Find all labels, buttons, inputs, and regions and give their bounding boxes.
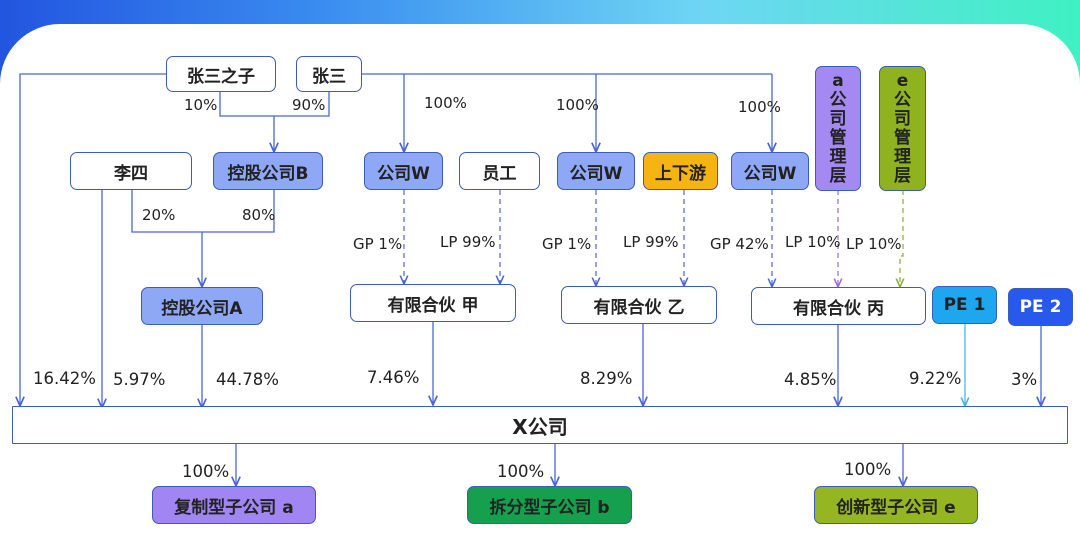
mgmt-e-char-6: 层	[894, 166, 911, 186]
label-x-son: 16.42%	[33, 369, 96, 388]
mgmt-a-char-2: 公	[829, 90, 847, 110]
label-sub-a: 100%	[182, 462, 230, 481]
node-x-company: X公司	[12, 406, 1068, 444]
label-x-pe2: 3%	[1011, 370, 1038, 389]
label-mgmt-a-lp: LP 10%	[785, 233, 841, 251]
node-sub-innovate-e: 创新型子公司 e	[814, 486, 978, 524]
label-sub-b: 100%	[497, 462, 545, 481]
label-x-holding-a: 44.78%	[216, 370, 279, 389]
node-partnership-bing: 有限合伙 丙	[751, 287, 926, 325]
node-holding-a: 控股公司A	[141, 287, 263, 325]
label-x-yi: 8.29%	[580, 369, 633, 388]
node-company-w-2: 公司W	[557, 152, 635, 190]
label-x-bing: 4.85%	[784, 370, 837, 389]
mgmt-a-char-4: 管	[829, 128, 847, 148]
label-w3-gp: GP 42%	[710, 235, 769, 253]
node-pe-1: PE 1	[932, 286, 997, 324]
label-zs-to-w3: 100%	[738, 98, 781, 116]
label-w1-gp: GP 1%	[353, 235, 403, 253]
label-zs-to-w2: 100%	[556, 96, 599, 114]
label-x-pe1: 9.22%	[909, 369, 962, 388]
node-lisi: 李四	[70, 152, 192, 190]
label-b-to-a: 80%	[242, 206, 276, 224]
node-partnership-jia: 有限合伙 甲	[350, 284, 516, 322]
node-company-w-1: 公司W	[364, 152, 443, 190]
label-x-jia: 7.46%	[367, 368, 420, 387]
node-holding-b: 控股公司B	[213, 152, 323, 190]
node-company-w-3: 公司W	[731, 152, 809, 190]
mgmt-e-char-1: e	[896, 71, 909, 91]
node-mgmt-a: a 公 司 管 理 层	[815, 66, 861, 191]
mgmt-e-char-3: 司	[894, 109, 911, 129]
node-employee: 员工	[459, 152, 540, 190]
mgmt-e-char-2: 公	[894, 90, 911, 110]
label-mgmt-e-lp: LP 10%	[846, 235, 902, 253]
label-updown-lp: LP 99%	[623, 233, 679, 251]
mgmt-e-char-4: 管	[894, 128, 911, 148]
node-sub-split-b: 拆分型子公司 b	[467, 486, 632, 524]
label-x-lisi: 5.97%	[113, 370, 166, 389]
label-zs-to-w1: 100%	[424, 94, 467, 112]
node-sub-copy-a: 复制型子公司 a	[152, 486, 316, 524]
mgmt-a-char-6: 层	[829, 166, 847, 186]
label-sub-e: 100%	[844, 460, 892, 479]
node-zhangsan-son: 张三之子	[166, 56, 276, 92]
label-zs-to-b: 90%	[292, 96, 326, 114]
node-mgmt-e: e 公 司 管 理 层	[879, 66, 926, 191]
label-w2-gp: GP 1%	[542, 235, 592, 253]
mgmt-a-char-5: 理	[829, 147, 847, 167]
node-pe-2: PE 2	[1008, 288, 1073, 326]
node-zhangsan: 张三	[296, 56, 362, 92]
label-lisi-to-a: 20%	[142, 206, 176, 224]
mgmt-a-char-1: a	[832, 71, 844, 91]
node-partnership-yi: 有限合伙 乙	[561, 286, 717, 324]
label-employee-lp: LP 99%	[440, 233, 496, 251]
mgmt-e-char-5: 理	[894, 147, 911, 167]
mgmt-a-char-3: 司	[829, 109, 847, 129]
label-son-to-b: 10%	[184, 96, 218, 114]
node-upstream-downstream: 上下游	[643, 152, 718, 190]
